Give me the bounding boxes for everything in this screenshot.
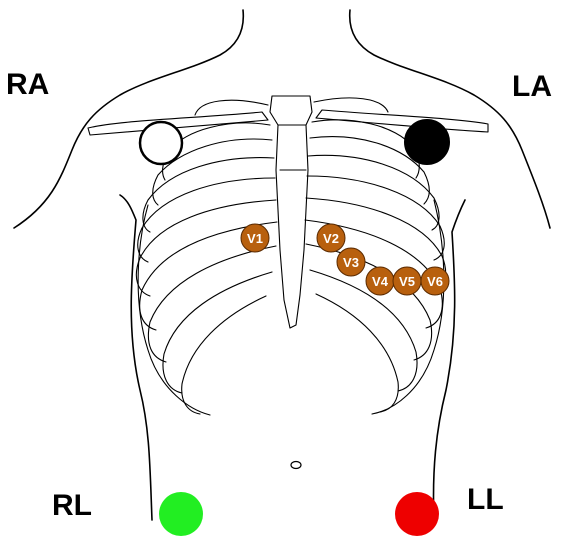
ra-electrode — [140, 122, 182, 164]
rl-label: RL — [52, 489, 92, 522]
v1-electrode: V1 — [241, 224, 269, 252]
sternum — [270, 96, 312, 328]
ra-label: RA — [6, 68, 49, 101]
la-electrode — [405, 120, 449, 164]
v6-electrode: V6 — [421, 267, 449, 295]
v3-label: V3 — [343, 255, 359, 270]
v4-label: V4 — [372, 274, 389, 289]
v2-label: V2 — [323, 231, 339, 246]
rl-electrode — [159, 492, 203, 536]
ll-electrode — [395, 492, 439, 536]
v4-electrode: V4 — [366, 267, 394, 295]
v2-electrode: V2 — [317, 224, 345, 252]
v3-electrode: V3 — [337, 248, 365, 276]
ll-label: LL — [467, 483, 504, 516]
v1-label: V1 — [247, 231, 263, 246]
v5-electrode: V5 — [393, 267, 421, 295]
la-label: LA — [512, 70, 552, 103]
v6-label: V6 — [427, 274, 443, 289]
left-clavicle — [316, 110, 488, 132]
v5-label: V5 — [399, 274, 415, 289]
